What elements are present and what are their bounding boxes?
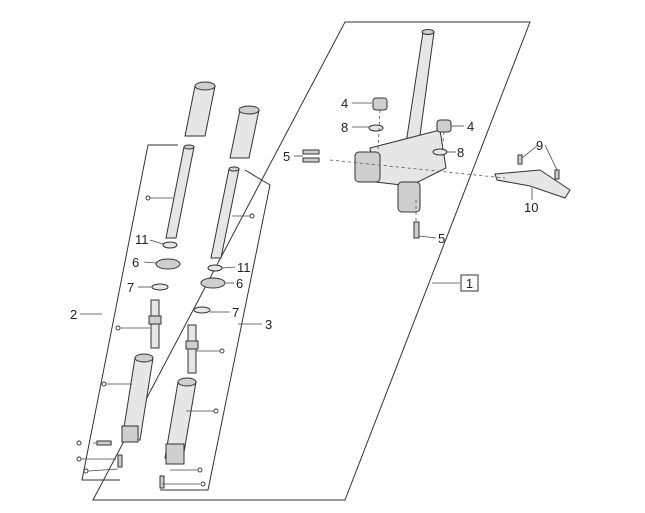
reference-dots xyxy=(76,195,255,487)
fork-tube-right xyxy=(210,166,240,259)
damper-rod-right xyxy=(185,324,199,374)
leader-5b xyxy=(418,235,437,239)
leader-6a xyxy=(143,261,157,264)
oil-seal-6-right xyxy=(200,277,226,289)
fork-slider-left xyxy=(121,353,154,443)
slider-bolts-left xyxy=(93,440,123,468)
oring-11-right xyxy=(207,264,223,272)
callout-6-left: 6 xyxy=(132,255,139,270)
leader-11a xyxy=(149,239,164,245)
slider-bolts-right xyxy=(159,475,200,489)
fork-leg-right-frame xyxy=(160,169,271,491)
callout-11-right: 11 xyxy=(237,260,251,275)
callout-4-left: 4 xyxy=(341,96,348,111)
headset-part-4-left xyxy=(372,97,388,111)
callout-5-upper: 5 xyxy=(283,149,290,164)
callout-9: 9 xyxy=(536,138,543,153)
callout-11-left: 11 xyxy=(135,232,149,247)
bracket-10 xyxy=(494,169,571,199)
fork-leg-left-frame xyxy=(81,144,178,481)
ring-7-right xyxy=(193,306,211,314)
callout-7-right: 7 xyxy=(232,305,239,320)
callout-1-box: 1 xyxy=(460,274,479,292)
upper-fork-cap-left xyxy=(184,81,216,137)
bolt-5-lower xyxy=(413,221,420,239)
upper-fork-cap-right xyxy=(229,105,260,159)
leader-9b xyxy=(544,144,558,171)
ring-7-left xyxy=(151,283,169,291)
oring-11-left xyxy=(162,241,178,249)
alignment-line-2 xyxy=(377,109,381,151)
callout-5-lower: 5 xyxy=(438,231,445,246)
damper-rod-left xyxy=(148,299,162,349)
callout-2: 2 xyxy=(70,307,77,322)
leader-9 xyxy=(521,144,539,159)
callout-7-left: 7 xyxy=(127,280,134,295)
alignment-line-1 xyxy=(329,159,506,179)
callout-8-left: 8 xyxy=(341,120,348,135)
assembly-1-frame xyxy=(92,21,531,501)
callout-4-right: 4 xyxy=(467,119,474,134)
washer-8-right xyxy=(432,148,448,156)
callout-6-right: 6 xyxy=(236,276,243,291)
headset-part-4-right xyxy=(436,119,452,133)
callout-1: 1 xyxy=(466,276,473,291)
triple-clamp xyxy=(354,129,447,213)
callout-3: 3 xyxy=(265,317,272,332)
bolts-5-upper xyxy=(302,149,320,163)
fork-slider-right xyxy=(164,377,197,465)
steering-stem xyxy=(404,29,435,151)
fork-tube-left xyxy=(165,144,195,239)
leader-11b xyxy=(221,266,236,269)
oil-seal-6-left xyxy=(155,258,181,270)
callout-10: 10 xyxy=(524,200,538,215)
washer-8-left xyxy=(368,124,384,132)
callout-8-right: 8 xyxy=(457,145,464,160)
